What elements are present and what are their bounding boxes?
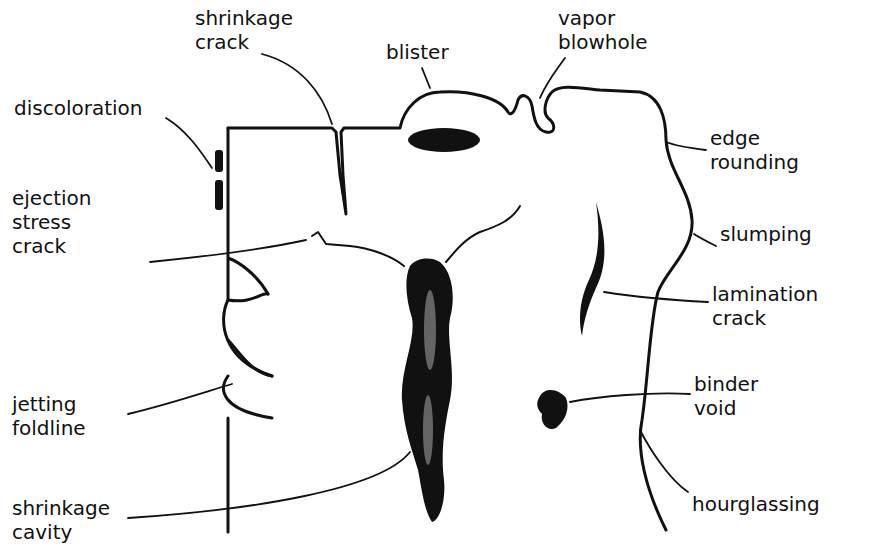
leader-line (166, 118, 212, 168)
defect-label: slumping (720, 222, 812, 246)
defect-label: binder void (694, 372, 758, 420)
defect-label: hourglassing (692, 492, 820, 516)
defect-label: lamination crack (712, 282, 818, 330)
leader-line (570, 393, 690, 402)
leader-line (694, 234, 716, 246)
leader-line (604, 292, 708, 302)
leader-line (262, 54, 332, 124)
blister-void (408, 128, 480, 152)
part-outline (228, 87, 692, 530)
defect-label: shrinkage crack (195, 6, 293, 54)
discoloration-mark (215, 150, 223, 172)
defect-label: shrinkage cavity (12, 496, 110, 544)
defect-label: blister (386, 40, 449, 64)
discoloration-mark (215, 180, 223, 210)
ejection-stress-crack (312, 206, 520, 266)
defect-label: vapor blowhole (558, 6, 648, 54)
binder-void (537, 390, 567, 429)
leader-line (540, 58, 565, 98)
leader-line (666, 142, 706, 150)
defect-label: edge rounding (710, 126, 799, 174)
defect-label: discoloration (14, 96, 143, 120)
defect-label: ejection stress crack (12, 186, 91, 258)
leader-line (422, 68, 430, 88)
leader-line (640, 430, 688, 492)
lamination-crack (580, 202, 604, 336)
leader-line (150, 240, 306, 262)
defect-label: jetting foldline (12, 392, 86, 440)
leader-line (128, 452, 410, 518)
shrinkage-cavity (402, 259, 453, 522)
leader-line (128, 384, 232, 414)
jetting-foldline (228, 294, 272, 376)
part-left-edge (224, 128, 272, 532)
